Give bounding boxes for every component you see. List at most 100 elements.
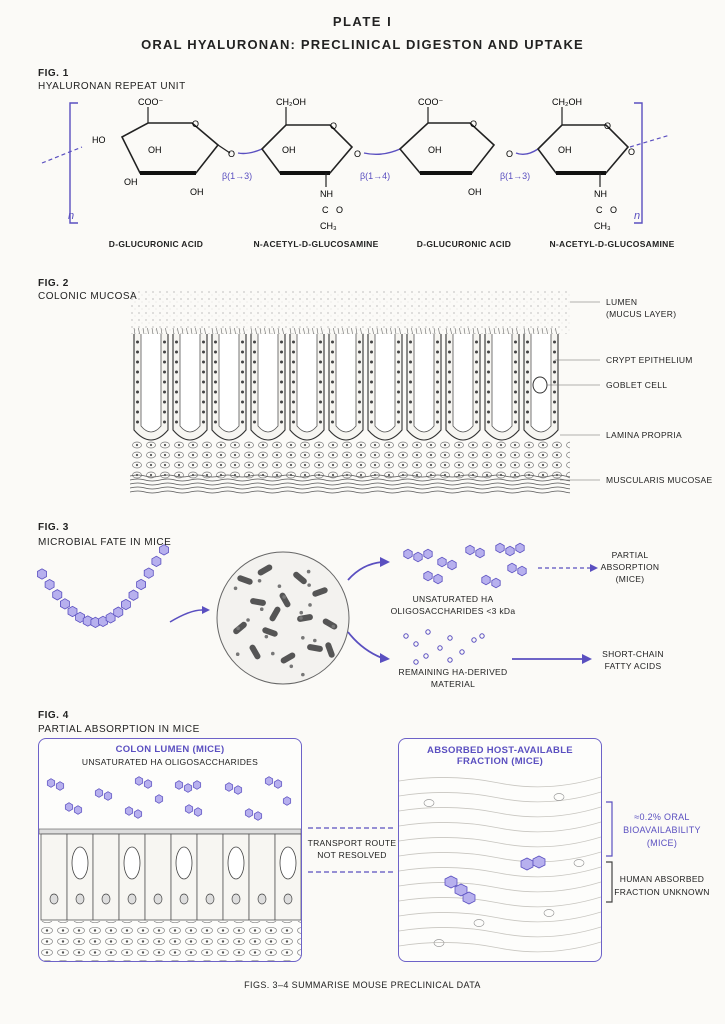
nucleus (280, 360, 283, 364)
ha-monomer (159, 544, 169, 556)
colon-lumen-panel: COLON LUMEN (MICE) UNSATURATED HA OLIGOS… (38, 738, 302, 962)
colon-lumen-title: COLON LUMEN (MICE) (115, 744, 225, 755)
lumen-oligo-unit (264, 776, 274, 786)
linkage-3: β(1→3) (500, 171, 530, 181)
microvilli (346, 327, 349, 335)
microvilli (459, 327, 461, 335)
human-fraction-line2: FRACTION UNKNOWN (614, 887, 710, 897)
nucleus (136, 420, 139, 424)
nucleus (202, 340, 205, 344)
svg-text:O: O (470, 119, 477, 129)
lumen-oligo-unit (154, 794, 164, 804)
nucleus (175, 370, 178, 374)
crypt-lumen (413, 334, 435, 433)
crypt-lumen (335, 334, 357, 433)
muscularis-layer (130, 474, 570, 494)
nucleus (436, 420, 439, 424)
microvilli (177, 327, 179, 335)
svg-text:OH: OH (428, 145, 442, 155)
unit-label-4: N-ACETYL-D-GLUCOSAMINE (549, 239, 675, 249)
nucleus (280, 390, 283, 394)
cell-nucleus (153, 893, 163, 905)
oligo-label-line1: UNSATURATED HA (412, 594, 494, 604)
arrow-to-remaining (347, 631, 383, 659)
microvilli (438, 327, 440, 335)
fiber (399, 821, 601, 833)
nucleus (163, 400, 166, 404)
nucleus (475, 410, 478, 414)
goblet-vacuole (279, 846, 297, 880)
nucleus (448, 410, 451, 414)
bacterium (250, 598, 266, 606)
absorbed-oligo-1 (520, 855, 546, 871)
nucleus (553, 380, 556, 384)
fig4-caption: PARTIAL ABSORPTION IN MICE (38, 724, 200, 735)
crypt-lumen (140, 334, 162, 433)
bioavailability-line3: (MICE) (646, 838, 678, 848)
nucleus (319, 370, 322, 374)
svg-text:OH: OH (190, 187, 204, 197)
nucleus (292, 420, 295, 424)
cell-nucleus (75, 893, 85, 905)
epithelial-cell (196, 833, 224, 921)
transport-line1: TRANSPORT ROUTE (307, 838, 397, 848)
arrow-to-oligosaccharides (347, 561, 383, 581)
material-dot (471, 637, 477, 643)
nucleus (163, 410, 166, 414)
svg-text:O: O (610, 205, 617, 215)
unit-label-3: D-GLUCURONIC ACID (416, 239, 512, 249)
microbe-coccus (313, 638, 317, 643)
cell-nucleus (101, 893, 111, 905)
microvilli (328, 327, 331, 335)
nucleus (526, 370, 529, 374)
material-dot (413, 641, 419, 647)
microvilli (250, 327, 253, 335)
nucleus (319, 360, 322, 364)
microvilli (225, 327, 227, 335)
nucleus (202, 370, 205, 374)
fiber (399, 911, 601, 923)
lumen-oligo-unit (253, 811, 263, 821)
microbe-coccus (301, 635, 305, 640)
nucleus (475, 370, 478, 374)
microvilli (450, 327, 452, 335)
lumen-oligo-unit (143, 779, 153, 789)
bacterium (293, 571, 307, 585)
crypt-lumen (218, 334, 240, 433)
chain-continue-right (629, 134, 671, 148)
label-crypt-epithelium: CRYPT EPITHELIUM (606, 355, 693, 365)
nucleus (409, 340, 412, 344)
nucleus (487, 390, 490, 394)
microbe-coccus (289, 664, 294, 669)
bacterium (325, 642, 335, 658)
nucleus (241, 360, 244, 364)
fiber (399, 791, 601, 803)
microvilli (156, 327, 158, 335)
oligo-unit (423, 548, 433, 560)
gut-microbiota-circle (216, 551, 350, 685)
colon-epithelium-drawing (39, 776, 301, 961)
tissue-cell (433, 939, 445, 947)
nucleus (475, 400, 478, 404)
fiber (399, 836, 601, 848)
bacterium (262, 627, 278, 637)
oligo-unit (515, 542, 525, 554)
microvilli (555, 327, 557, 335)
nucleus (409, 420, 412, 424)
nucleus (331, 350, 334, 354)
goblet-vacuole (71, 846, 89, 880)
ha-monomer (75, 611, 85, 624)
nucleus (214, 410, 217, 414)
lumen-oligo-unit (55, 781, 65, 791)
oligo-unit (475, 547, 485, 559)
nucleus (397, 410, 400, 414)
microvilli (289, 327, 292, 335)
microvilli (360, 327, 362, 335)
svg-text:COO⁻: COO⁻ (138, 97, 164, 107)
absorbed-title-line1: ABSORBED HOST-AVAILABLE (427, 745, 573, 756)
microbe-coccus (308, 603, 312, 607)
nucleus (526, 350, 529, 354)
microvilli (493, 327, 496, 335)
nucleus (409, 410, 412, 414)
nucleus (526, 410, 529, 414)
